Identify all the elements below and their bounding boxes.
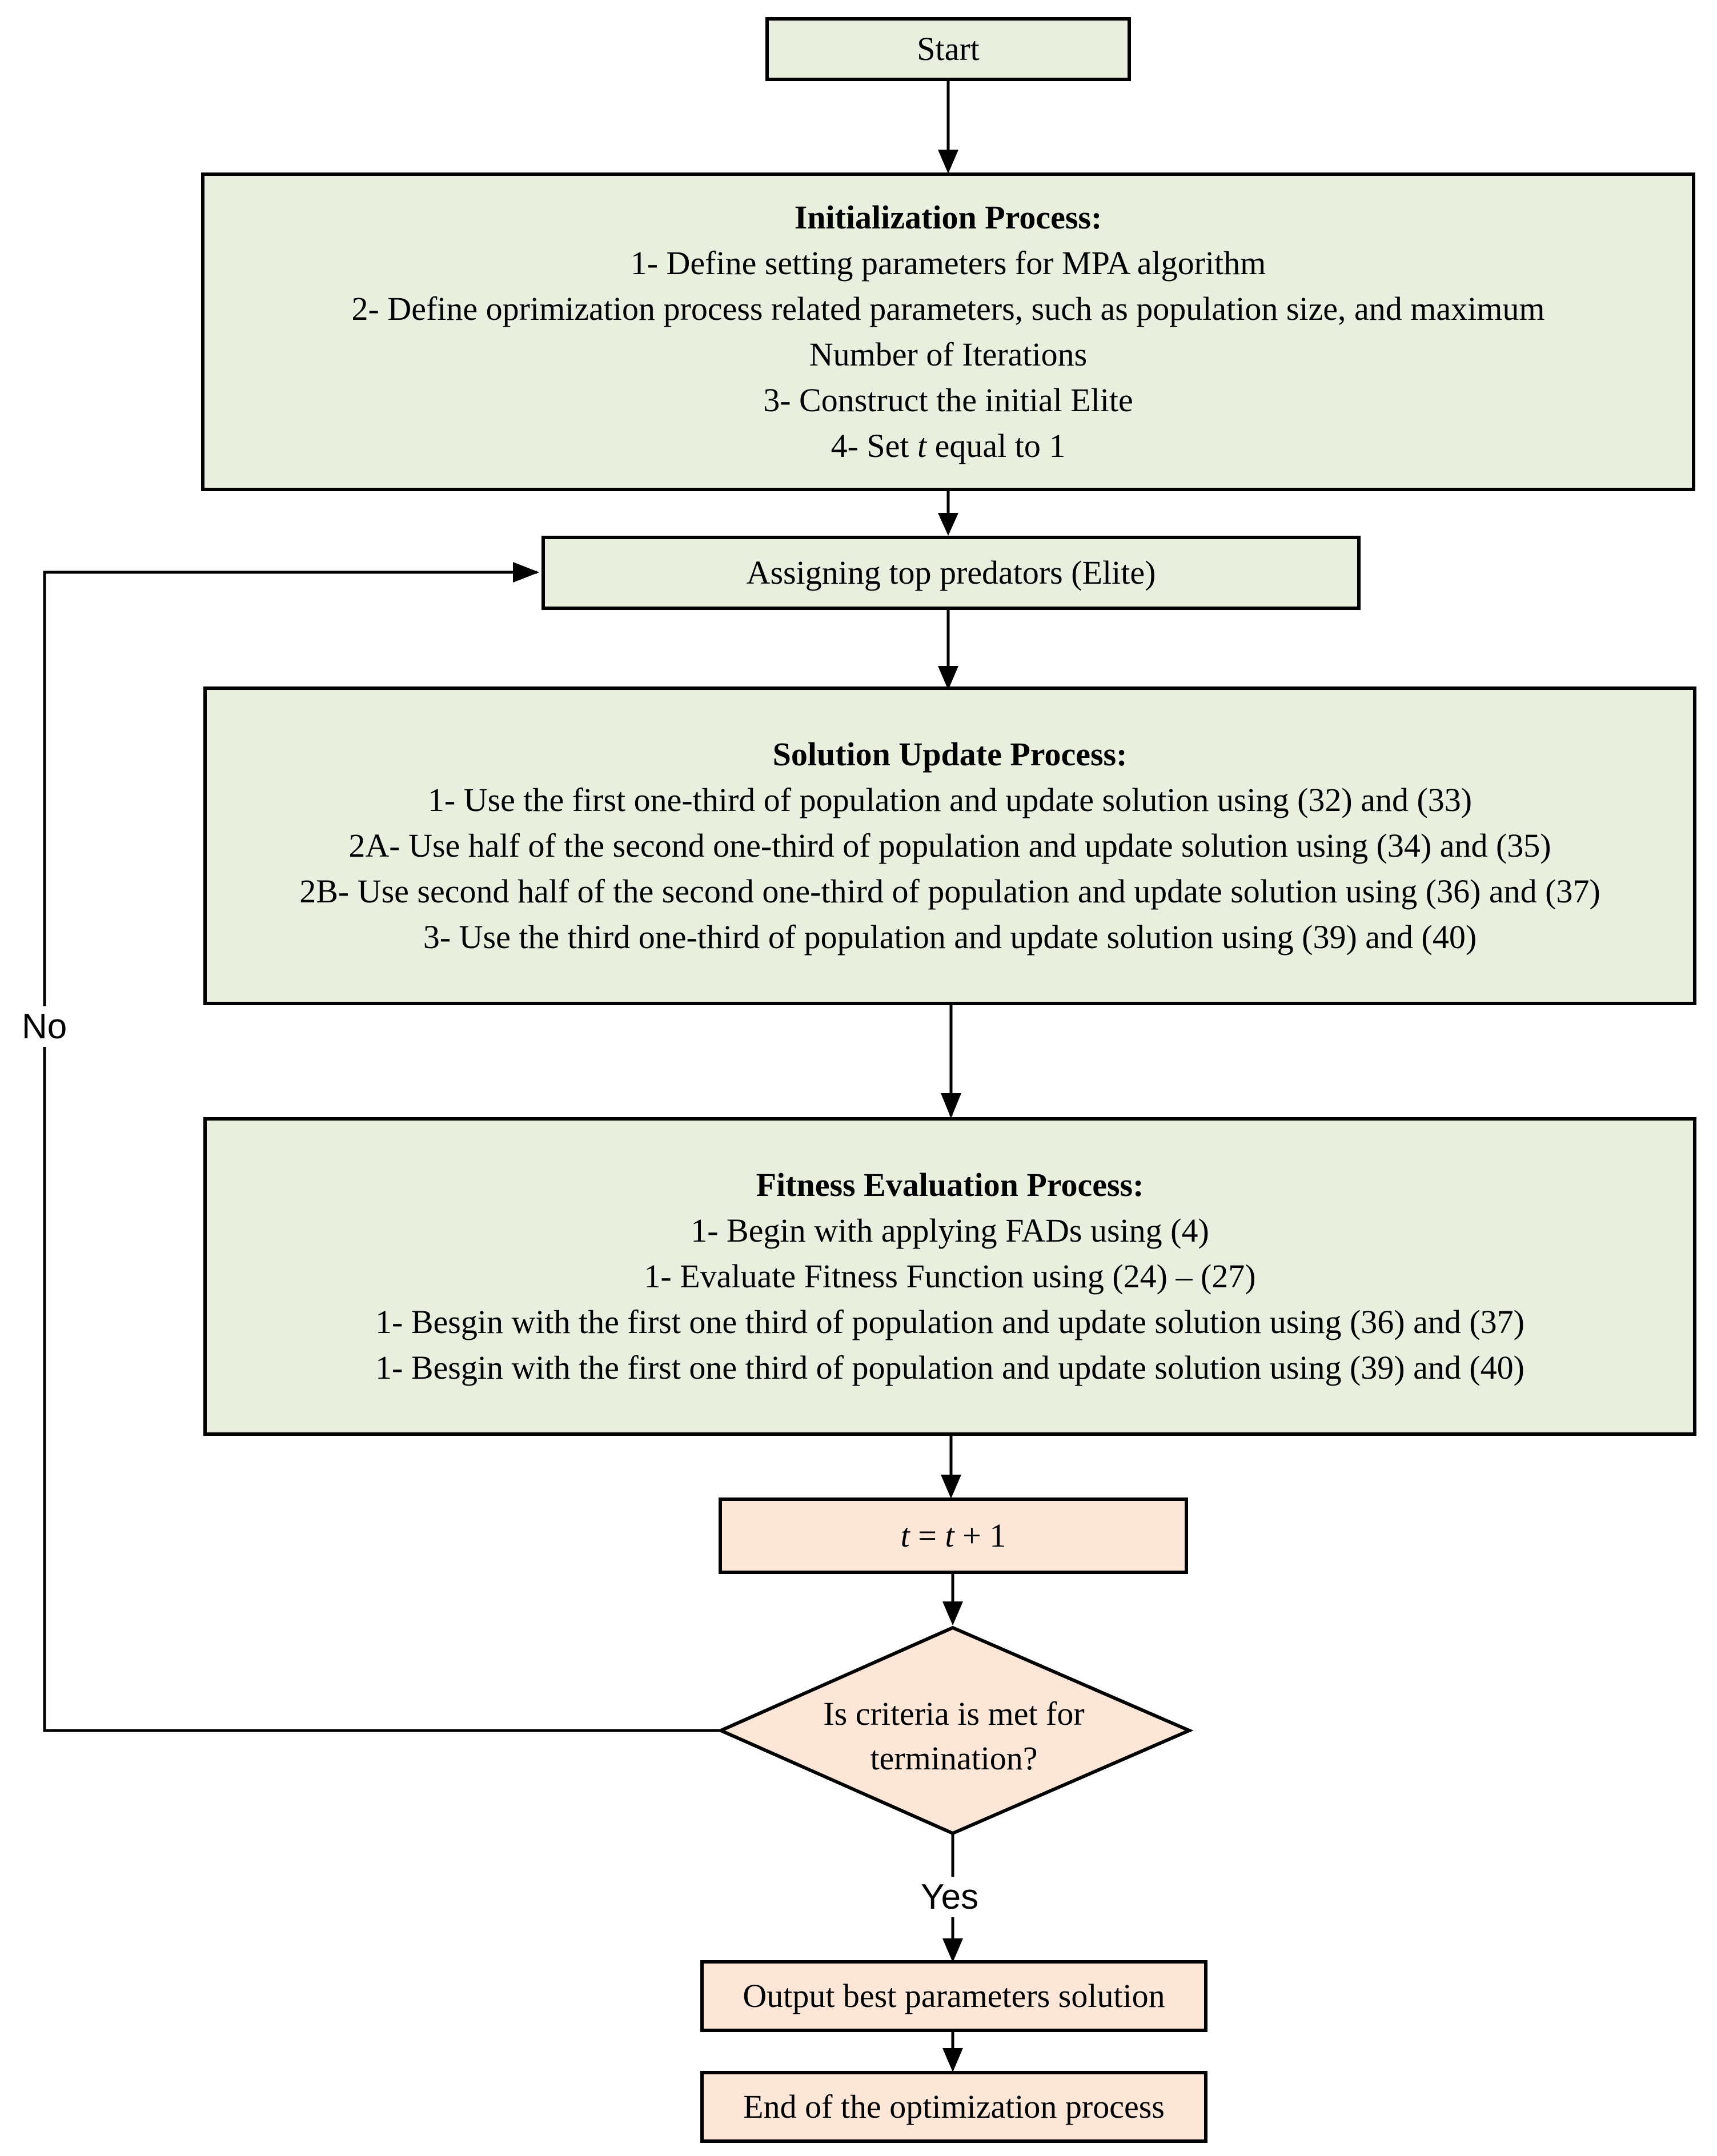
arrowhead-output-to-end xyxy=(942,2048,963,2072)
end-node: End of the optimization process xyxy=(700,2071,1207,2143)
increment-equals: = xyxy=(909,1517,945,1554)
update-step-2b: 2B- Use second half of the second one-th… xyxy=(299,873,1600,910)
update-step-3: 3- Use the third one-third of population… xyxy=(423,918,1477,955)
fitness-step-1: 1- Begin with applying FADs using (4) xyxy=(691,1212,1209,1249)
decision-line-2: termination? xyxy=(870,1740,1038,1777)
arrowhead-assign-to-update xyxy=(938,666,958,690)
update-title: Solution Update Process: xyxy=(772,736,1128,773)
arrowhead-update-to-fitness xyxy=(941,1093,961,1118)
init-step-4: 4- Set t equal to 1 xyxy=(831,423,1066,469)
decision-line-1: Is criteria is met for xyxy=(823,1695,1085,1732)
init-step-4-before: 4- Set xyxy=(831,427,918,464)
fitness-evaluation-process-box: Fitness Evaluation Process: 1- Begin wit… xyxy=(203,1117,1696,1436)
update-step-1: 1- Use the first one-third of population… xyxy=(427,781,1473,818)
arrowhead-init-to-assign xyxy=(938,513,958,536)
update-step-2a: 2A- Use half of the second one-third of … xyxy=(348,827,1551,864)
arrowhead-start-to-init xyxy=(938,150,958,174)
output-solution-label: Output best parameters solution xyxy=(743,1977,1165,2014)
arrowhead-fitness-to-increment xyxy=(941,1475,961,1499)
output-solution-node: Output best parameters solution xyxy=(700,1960,1207,2032)
arrowhead-increment-to-decision xyxy=(942,1601,963,1625)
solution-update-process-box: Solution Update Process: 1- Use the firs… xyxy=(203,686,1696,1005)
assign-elite-node: Assigning top predators (Elite) xyxy=(541,536,1361,610)
assign-elite-label: Assigning top predators (Elite) xyxy=(746,554,1156,591)
increment-var-t: t xyxy=(900,1517,910,1554)
initialization-title: Initialization Process: xyxy=(794,199,1102,236)
arrowhead-decision-to-output xyxy=(942,1938,963,1962)
init-step-1: 1- Define setting parameters for MPA alg… xyxy=(630,244,1266,282)
fitness-title: Fitness Evaluation Process: xyxy=(756,1166,1144,1203)
increment-t-label: t = t + 1 xyxy=(901,1513,1006,1559)
fitness-step-3: 1- Besgin with the first one third of po… xyxy=(375,1303,1525,1340)
init-step-2: 2- Define oprimization process related p… xyxy=(351,290,1545,327)
start-node: Start xyxy=(765,17,1131,81)
arrowhead-loop-to-assign xyxy=(513,562,539,583)
increment-t-node: t = t + 1 xyxy=(719,1497,1188,1574)
edge-label-no: No xyxy=(22,1006,67,1047)
increment-plus-one: + 1 xyxy=(954,1517,1006,1554)
termination-decision-label: Is criteria is met for termination? xyxy=(731,1685,1177,1788)
end-label: End of the optimization process xyxy=(743,2088,1165,2125)
edge-label-yes: Yes xyxy=(921,1877,979,1917)
init-step-4-var: t xyxy=(917,427,927,464)
init-step-3: 3- Construct the initial Elite xyxy=(763,382,1133,419)
increment-var-t2: t xyxy=(945,1517,954,1554)
fitness-step-2: 1- Evaluate Fitness Function using (24) … xyxy=(644,1258,1256,1295)
initialization-process-box: Initialization Process: 1- Define settin… xyxy=(201,172,1695,491)
start-label: Start xyxy=(917,30,980,67)
init-step-2-cont: Number of Iterations xyxy=(809,336,1088,373)
init-step-4-after: equal to 1 xyxy=(926,427,1066,464)
loop-back-no-path xyxy=(43,571,721,1732)
fitness-step-4: 1- Besgin with the first one third of po… xyxy=(375,1349,1525,1386)
